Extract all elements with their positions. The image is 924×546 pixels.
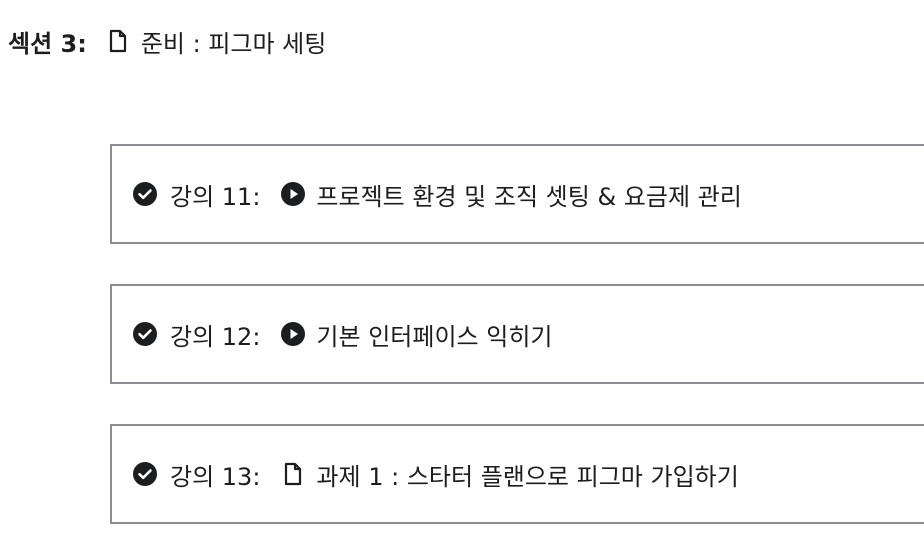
lecture-label: 강의 13: xyxy=(170,462,261,491)
play-circle-icon xyxy=(280,321,306,347)
lecture-item[interactable]: 강의 11: 프로젝트 환경 및 조직 셋팅 & 요금제 관리 xyxy=(110,144,924,244)
document-icon xyxy=(107,29,129,53)
lecture-label: 강의 11: xyxy=(170,182,261,211)
section-title: 준비 : 피그마 세팅 xyxy=(140,29,327,58)
section-header: 섹션 3: 준비 : 피그마 세팅 xyxy=(8,22,326,60)
section-label: 섹션 3: xyxy=(8,29,87,58)
lecture-title: 기본 인터페이스 익히기 xyxy=(316,322,553,351)
lecture-label: 강의 12: xyxy=(170,322,261,351)
lecture-item[interactable]: 강의 12: 기본 인터페이스 익히기 xyxy=(110,284,924,384)
check-circle-icon xyxy=(132,321,158,347)
check-circle-icon xyxy=(132,181,158,207)
play-circle-icon xyxy=(280,181,306,207)
lecture-title: 프로젝트 환경 및 조직 셋팅 & 요금제 관리 xyxy=(316,182,742,211)
lecture-item[interactable]: 강의 13: 과제 1 : 스타터 플랜으로 피그마 가입하기 xyxy=(110,424,924,524)
document-icon xyxy=(280,461,306,487)
lecture-title: 과제 1 : 스타터 플랜으로 피그마 가입하기 xyxy=(316,462,739,491)
check-circle-icon xyxy=(132,461,158,487)
